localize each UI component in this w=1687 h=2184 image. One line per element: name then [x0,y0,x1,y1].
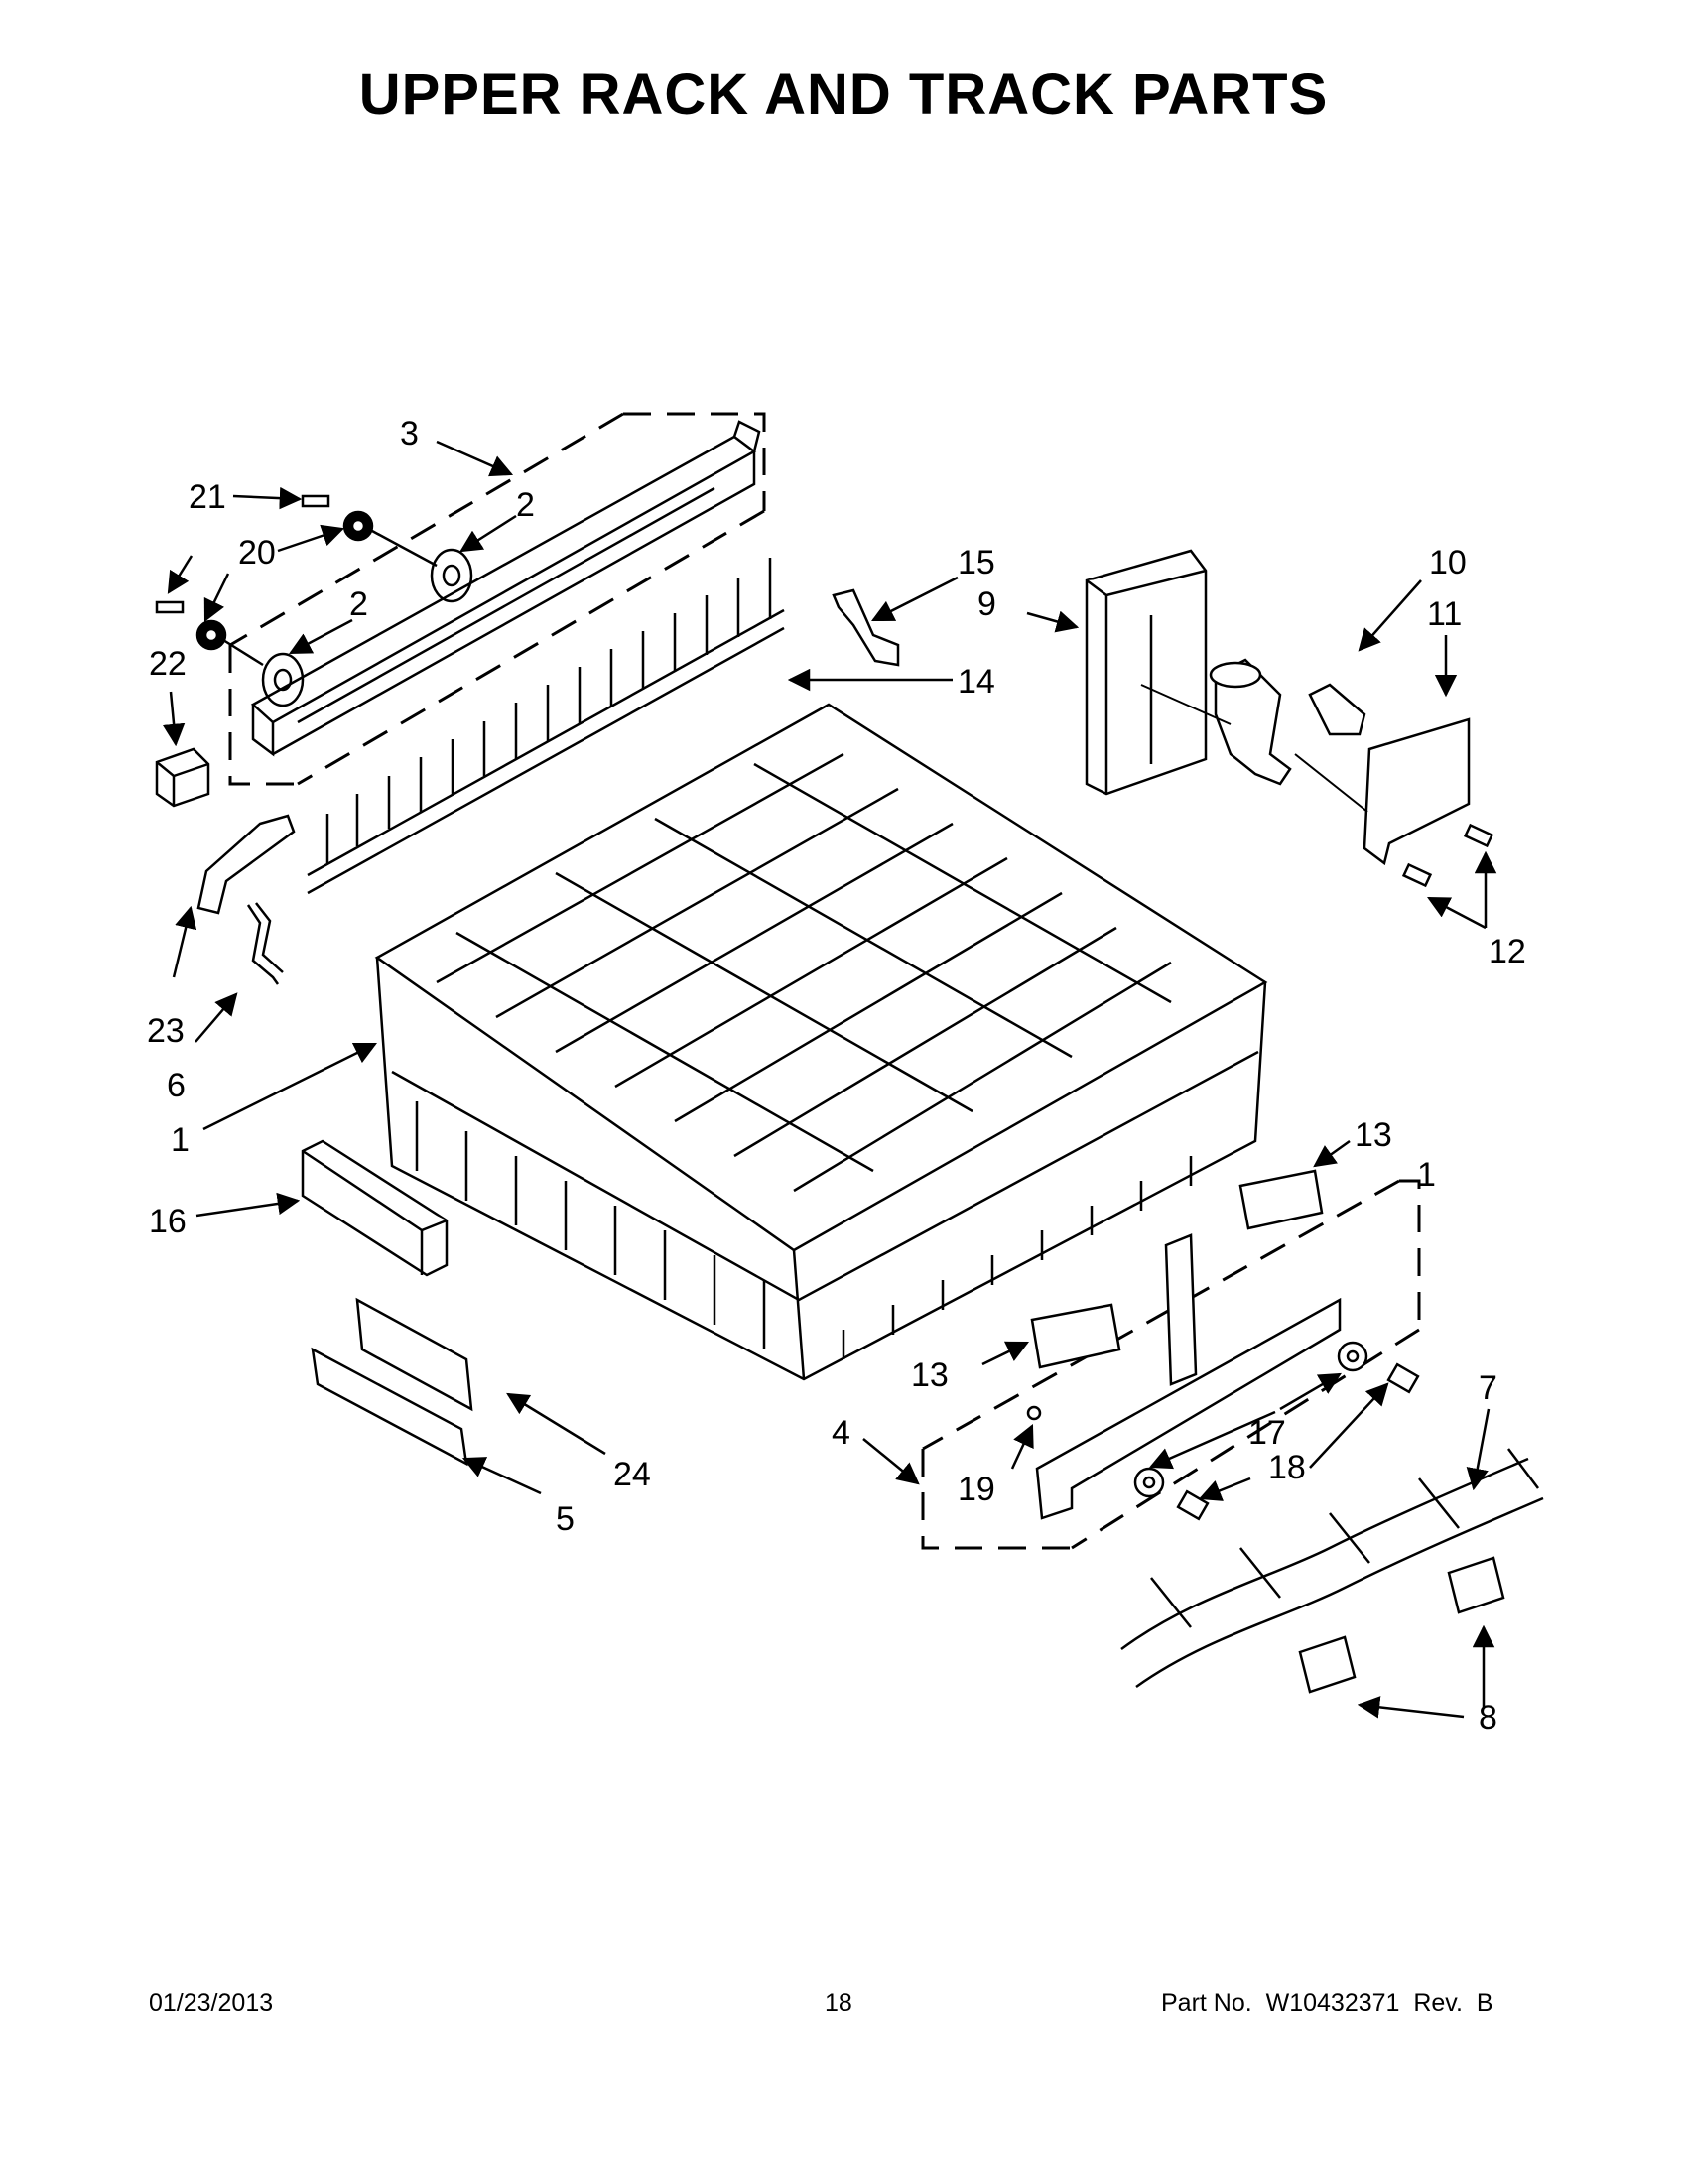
callout-22: 22 [149,645,187,683]
callout-4: 4 [832,1414,850,1452]
page-title: UPPER RACK AND TRACK PARTS [358,63,1329,127]
footer-page-number: 18 [825,1990,852,2017]
folding-tine-row-part [307,558,785,895]
track-assembly-dashed-box [228,412,766,786]
callout-15: 15 [958,544,995,581]
callout-6: 6 [167,1067,186,1104]
callout-1-rack: 1 [171,1121,190,1159]
callout-5: 5 [556,1500,575,1538]
callout-12: 12 [1489,933,1526,970]
callout-14: 14 [958,663,995,701]
callout-21: 21 [189,478,226,516]
washer-and-screw-parts [155,494,438,667]
track-roller-part [261,548,473,707]
callout-18: 18 [1268,1449,1306,1486]
cover-screws-part [1401,823,1494,888]
callout-1-box: 1 [1417,1156,1436,1194]
callout-leader-lines [162,440,1497,1719]
part-label: Part No. [1161,1990,1252,2017]
rack-adjuster-bracket-part [1085,549,1208,796]
callout-24: 24 [613,1456,651,1493]
cup-shelf-part [1120,1448,1544,1689]
callout-23: 23 [147,1012,185,1050]
callout-13-right: 13 [1355,1116,1392,1154]
rev-label: Rev. [1413,1990,1463,2017]
cup-shelf-clip-parts [1298,1556,1505,1694]
callout-19: 19 [958,1471,995,1508]
rev-value: B [1476,1990,1493,2017]
callout-7: 7 [1479,1369,1497,1407]
callout-11: 11 [1427,595,1462,633]
rack-handle-base-part [301,1139,449,1277]
tine-clip-part [832,588,900,667]
footer-date: 01/23/2013 [149,1990,274,2017]
part-number: W10432371 [1265,1990,1400,2017]
callout-10: 10 [1429,544,1467,581]
positioner-lever-part [1140,658,1366,786]
lower-track-part [1035,1233,1342,1520]
upper-rack-basket-part [374,703,1268,1381]
guide-clip-parts [1030,1169,1324,1369]
callout-labels: 3 21 2 20 2 22 15 9 14 10 11 12 23 6 1 1… [147,415,1526,1736]
callout-9: 9 [977,585,996,623]
adjuster-cover-part [1294,717,1471,866]
callout-20: 20 [238,534,276,572]
callout-16: 16 [149,1203,187,1240]
callout-13-left: 13 [911,1356,949,1394]
rack-handle-parts [311,1297,473,1467]
tine-pivot-and-spring-parts [196,814,296,985]
lower-track-roller-parts [1026,1341,1420,1521]
callout-2-top: 2 [516,486,535,524]
callout-3: 3 [400,415,419,452]
track-end-cap-part [155,747,210,808]
callout-2-bottom: 2 [349,585,368,623]
callout-8: 8 [1479,1699,1497,1736]
upper-track-part [250,420,761,757]
callout-17: 17 [1248,1414,1286,1452]
footer-part-number: Part No. W10432371 Rev. B [1161,1990,1493,2018]
